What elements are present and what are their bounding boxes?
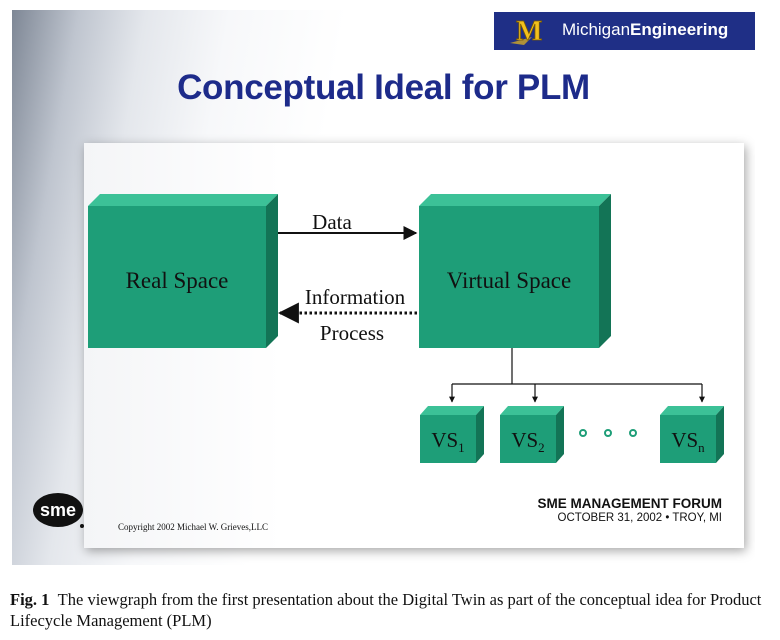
brand-name-bold: Engineering xyxy=(630,20,729,39)
brand-name: MichiganEngineering xyxy=(562,20,728,40)
figure-caption: Fig. 1 The viewgraph from the first pres… xyxy=(10,589,770,631)
svg-text:M: M xyxy=(516,16,542,47)
copyright-text: Copyright 2002 Michael W. Grieves,LLC xyxy=(118,522,268,532)
slide: M MichiganEngineering Conceptual Ideal f… xyxy=(12,10,755,565)
forum-title: SME MANAGEMENT FORUM xyxy=(537,496,723,511)
plm-diagram: Real Space Virtual Space Data Informatio… xyxy=(88,194,724,463)
michigan-block-m-logo: M xyxy=(510,16,543,47)
caption-text: The viewgraph from the first presentatio… xyxy=(10,590,762,630)
slide-title: Conceptual Ideal for PLM xyxy=(177,68,590,107)
sme-logo: sme xyxy=(33,493,84,528)
vs2-box: VS2 xyxy=(500,406,564,463)
information-label: Information xyxy=(305,285,406,309)
vs1-box: VS1 xyxy=(420,406,484,463)
ellipsis-dots xyxy=(579,429,637,437)
process-label: Process xyxy=(320,321,384,345)
data-label: Data xyxy=(312,210,352,234)
vs2-label: VS2 xyxy=(511,428,544,455)
vsn-box: VSn xyxy=(660,406,724,463)
forum-info: SME MANAGEMENT FORUM OCTOBER 31, 2002 • … xyxy=(492,496,723,524)
michigan-engineering-banner: M MichiganEngineering xyxy=(494,12,755,50)
vs1-label: VS1 xyxy=(431,428,464,455)
brand-name-light: Michigan xyxy=(562,20,631,39)
virtual-space-box: Virtual Space xyxy=(419,194,611,348)
forum-date: OCTOBER 31, 2002 • TROY, MI xyxy=(557,512,722,524)
real-space-box: Real Space xyxy=(88,194,278,348)
virtual-space-label: Virtual Space xyxy=(447,268,571,293)
real-space-label: Real Space xyxy=(126,268,229,293)
svg-text:sme: sme xyxy=(40,500,76,520)
caption-label: Fig. 1 xyxy=(10,590,50,609)
vsn-label: VSn xyxy=(671,428,705,455)
subspace-connectors xyxy=(449,348,705,403)
